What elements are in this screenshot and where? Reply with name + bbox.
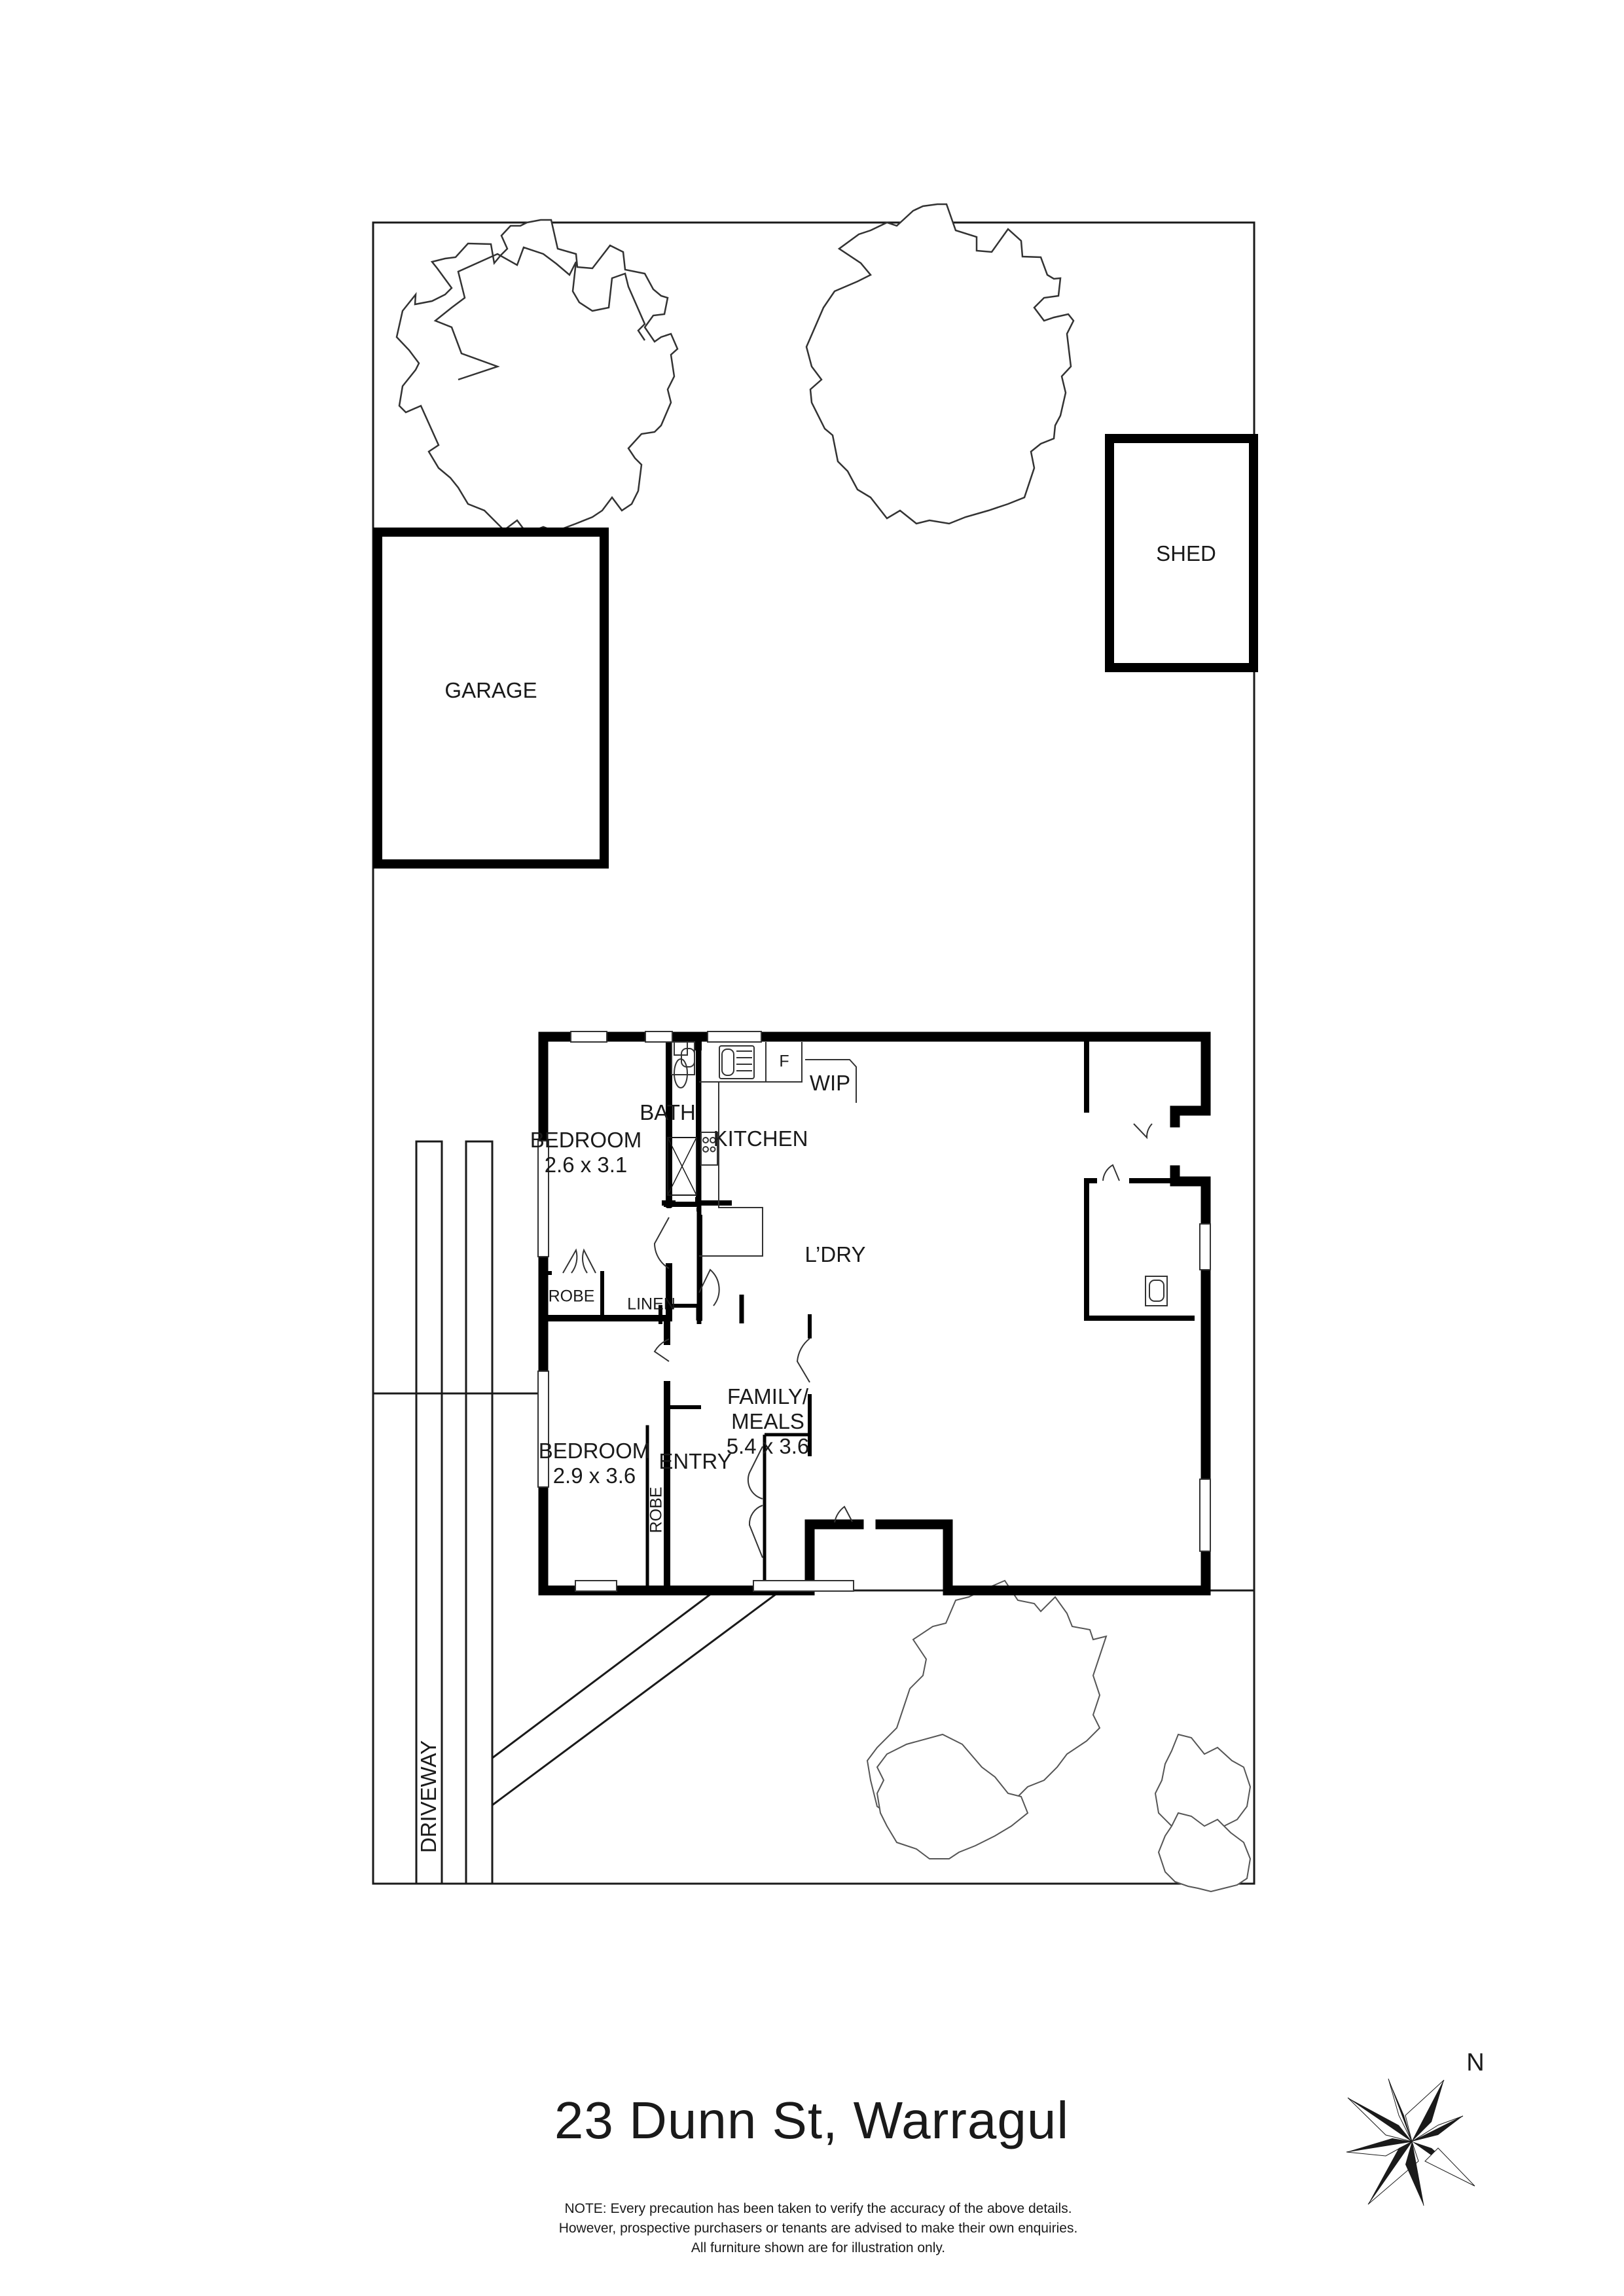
disclaimer-line-2: However, prospective purchasers or tenan… [558,2221,1078,2236]
room-family-meals: FAMILY/ MEALS 5.4 x 3.6 [727,1384,810,1459]
laundry-tub-icon [1145,1276,1168,1306]
room-bath: BATH [640,1100,696,1125]
disclaimer-line-3: All furniture shown are for illustration… [691,2240,946,2255]
room-robe-2: ROBE [647,1486,666,1534]
room-bedroom-2: BEDROOM 2.9 x 3.6 [539,1439,651,1488]
robe-door-icon [747,1446,763,1499]
cooktop-icon [700,1132,718,1166]
kitchen-sink-icon [719,1045,755,1079]
doors [562,1123,1153,1558]
driveway-label: DRIVEWAY [416,1740,441,1854]
room-dimensions: 5.4 x 3.6 [726,1433,810,1458]
door-icon [1102,1164,1120,1181]
partitions-rendered [659,1039,1195,1581]
tree-icon [395,219,679,535]
windows [537,1031,1211,1592]
door-icon [653,1338,670,1362]
garage-walls [373,528,609,869]
room-dimensions: 2.9 x 3.6 [552,1463,636,1488]
fridge-label: F [779,1052,789,1071]
bath-walls [666,1041,676,1318]
door-icon [796,1338,810,1383]
room-bedroom-1: BEDROOM 2.6 x 3.1 [530,1128,642,1177]
room-name: BEDROOM [530,1128,642,1153]
room-wip: WIP [809,1071,851,1096]
room-name-line2: MEALS [731,1409,804,1434]
door-icon [834,1505,853,1523]
robe-door-icon [748,1505,763,1558]
toilet-icon [674,1041,688,1056]
shed-walls [1105,434,1258,672]
room-laundry: L’DRY [804,1242,866,1267]
linen-door-icon [698,1268,720,1306]
property-address: 23 Dunn St, Warragul [554,2091,1070,2149]
door-icon [653,1217,670,1269]
compass-rose-icon [1346,2078,1475,2206]
door-icon [1133,1123,1153,1139]
kitchen-benches [671,1041,1168,1306]
shower-icon [667,1137,697,1196]
tree-icon [866,1579,1252,1893]
room-name-line1: FAMILY/ [727,1384,809,1409]
room-entry: ENTRY [659,1449,732,1474]
disclaimer-line-1: NOTE: Every precaution has been taken to… [564,2201,1072,2216]
room-name: BEDROOM [538,1439,651,1463]
lot-boundary [372,221,1255,1885]
bath-fixtures [664,1137,729,1206]
disclaimer-note: NOTE: Every precaution has been taken to… [559,2199,1078,2258]
shed-label: SHED [1156,541,1216,566]
room-kitchen: KITCHEN [713,1126,808,1151]
robe-door-icon [562,1248,578,1274]
room-robe-1: ROBE [548,1287,595,1306]
room-dimensions: 2.6 x 3.1 [544,1153,628,1177]
robe-door-icon [582,1248,596,1274]
garage-label: GARAGE [444,678,537,703]
tree-icon [805,203,1075,525]
room-linen: LINEN [627,1295,676,1314]
north-label: N [1466,2049,1485,2077]
